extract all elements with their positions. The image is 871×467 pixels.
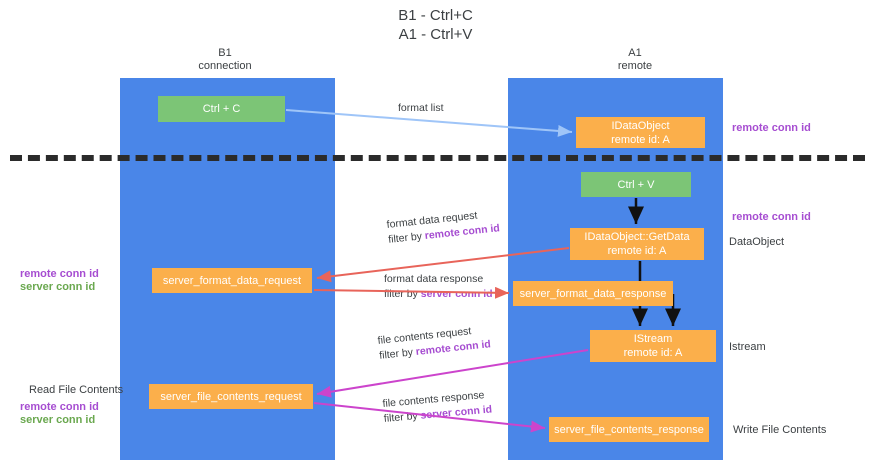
node-ctrl-v-line1: Ctrl + V [617, 178, 655, 191]
filter-prefix: filter by [387, 230, 426, 246]
node-ctrl-c[interactable]: Ctrl + C [158, 96, 285, 122]
annotation-remote-conn-id-left2: remote conn id [20, 401, 99, 413]
node-server-format-data-request-label: server_format_data_request [162, 274, 302, 287]
phase-divider [10, 155, 865, 161]
edge-label-file-contents-response: file contents response filter by server … [382, 388, 493, 427]
filter-prefix: filter by [383, 409, 422, 425]
annotation-remote-conn-id-top: remote conn id [732, 122, 811, 134]
annotation-write-file-contents: Write File Contents [733, 424, 827, 436]
annotation-remote-conn-id-left: remote conn id [20, 268, 99, 280]
edge-label-format-list: format list [398, 102, 444, 114]
node-getdata[interactable]: IDataObject::GetData remote id: A [570, 228, 704, 260]
node-istream-line1: IStream [633, 333, 673, 345]
annotation-dataobject: DataObject [729, 236, 785, 248]
node-idataobject-line1: IDataObject [611, 119, 670, 132]
annotation-remote-conn-id-mid: remote conn id [732, 211, 811, 223]
node-istream[interactable]: IStream remote id: A [590, 330, 716, 362]
annotation-read-file-contents: Read File Contents [29, 384, 124, 396]
node-server-format-data-response-label: server_format_data_response [519, 287, 667, 300]
edge-label-format-data-request: format data request filter by remote con… [386, 206, 501, 248]
annotation-conn-ids-lower: remote conn id server conn id [20, 401, 99, 427]
node-ctrl-c-line1: Ctrl + C [202, 103, 241, 115]
node-idataobject-line2: remote id: A [611, 133, 670, 146]
node-server-file-contents-request[interactable]: server_file_contents_request [149, 384, 313, 409]
node-ctrl-v[interactable]: Ctrl + V [581, 172, 691, 197]
node-getdata-line1: IDataObject::GetData [584, 231, 690, 243]
node-getdata-line2: remote id: A [607, 245, 667, 257]
edge-label-format-data-response-filter: filter by server conn id [384, 287, 493, 302]
edge-label-format-data-response-line1: format data response [384, 273, 484, 285]
annotation-server-conn-id-left2: server conn id [20, 414, 96, 426]
node-server-file-contents-request-label: server_file_contents_request [160, 390, 302, 403]
node-server-format-data-request[interactable]: server_format_data_request [152, 268, 312, 293]
page-title: B1 - Ctrl+C A1 - Ctrl+V [398, 7, 473, 43]
annotation-server-conn-id-left: server conn id [20, 281, 96, 293]
filter-prefix: filter by [378, 346, 417, 362]
annotation-conn-ids-upper: remote conn id server conn id [20, 268, 99, 294]
node-idataobject[interactable]: IDataObject remote id: A [576, 117, 705, 148]
edge-label-file-contents-request: file contents request filter by remote c… [377, 322, 492, 364]
node-server-file-contents-response[interactable]: server_file_contents_response [549, 417, 709, 442]
node-istream-line2: remote id: A [623, 347, 683, 359]
filter-prefix: filter by [384, 288, 421, 300]
annotation-istream: Istream [729, 341, 766, 353]
node-server-file-contents-response-label: server_file_contents_response [554, 423, 704, 436]
edge-label-format-data-response: format data response filter by server co… [384, 272, 493, 302]
column-header-b1: B1 connection [198, 47, 252, 72]
node-server-format-data-response[interactable]: server_format_data_response [513, 281, 673, 306]
column-header-a1: A1 remote [617, 47, 653, 72]
filter-key-server-conn-id: server conn id [420, 288, 493, 300]
